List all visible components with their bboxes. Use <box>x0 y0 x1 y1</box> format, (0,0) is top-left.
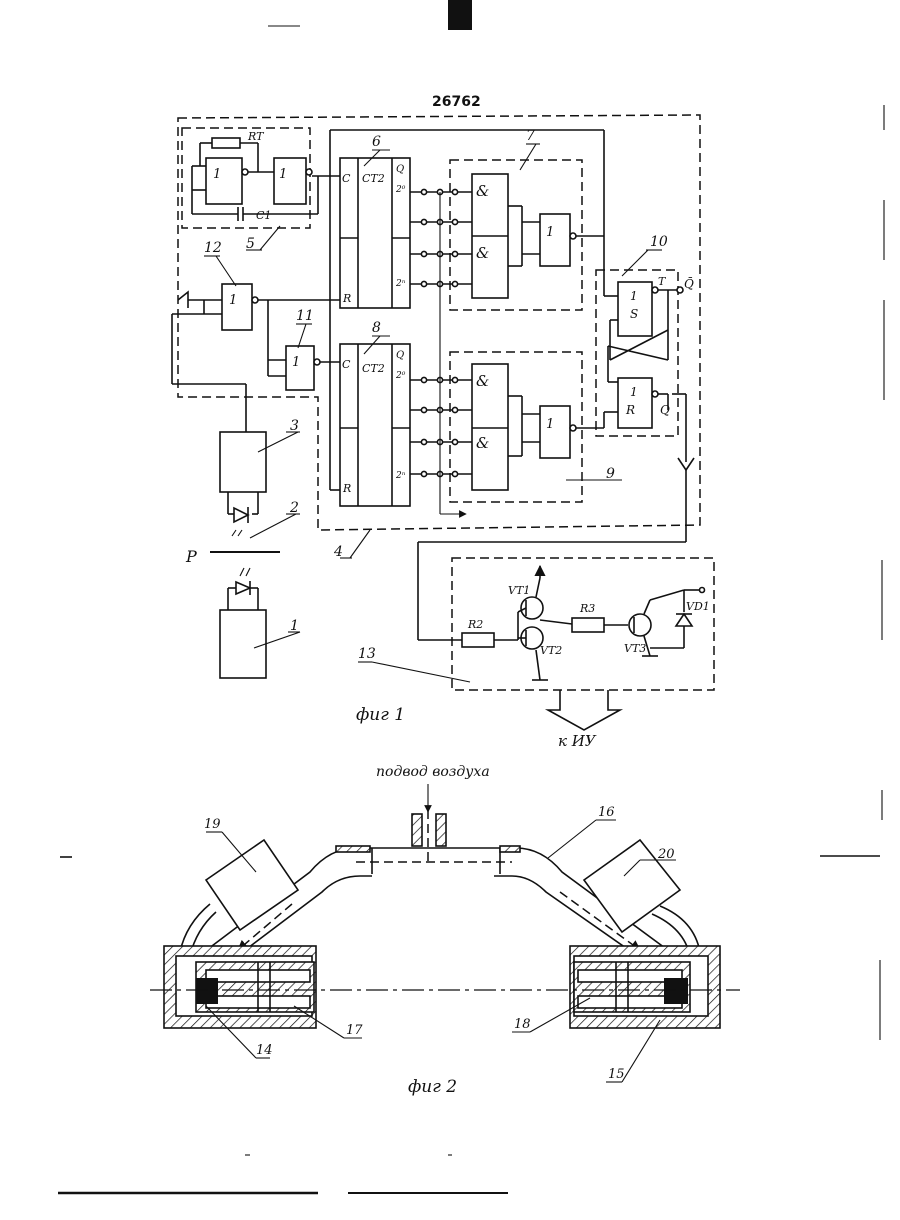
oscillator-block: 1 1 RT C1 <box>192 130 340 222</box>
svg-text:T: T <box>658 275 667 288</box>
figure-1-callouts: 1 2 3 4 5 6 7 8 9 10 11 12 13 <box>204 128 668 682</box>
svg-text:1: 1 <box>546 225 554 240</box>
counter-8: C CT2 Q 2⁰ 2ⁿ R <box>340 344 410 506</box>
svg-text:1: 1 <box>213 167 221 182</box>
svg-text:2⁰: 2⁰ <box>395 371 406 381</box>
figure-1-circuit: 1 1 RT C1 <box>172 115 714 750</box>
svg-text:1: 1 <box>229 293 237 308</box>
patent-number: 26762 <box>432 94 481 110</box>
svg-text:1: 1 <box>292 355 300 370</box>
svg-text:P: P <box>185 547 197 566</box>
photo-sensor: P <box>185 432 280 678</box>
air-supply-label: подвод воздуха <box>376 764 490 780</box>
svg-text:12: 12 <box>204 240 222 256</box>
svg-text:1: 1 <box>546 417 554 432</box>
svg-text:1: 1 <box>279 167 287 182</box>
air-inlet <box>412 814 422 846</box>
svg-text:CT2: CT2 <box>362 172 385 185</box>
svg-text:&: & <box>476 434 489 452</box>
svg-text:15: 15 <box>608 1067 625 1082</box>
svg-text:2ⁿ: 2ⁿ <box>395 471 406 481</box>
svg-text:C: C <box>342 358 351 371</box>
svg-text:11: 11 <box>296 308 314 324</box>
svg-text:&: & <box>476 372 489 390</box>
svg-text:C: C <box>342 172 351 185</box>
decoder-7: & & 1 <box>472 174 604 298</box>
svg-text:18: 18 <box>514 1017 531 1032</box>
svg-text:R2: R2 <box>467 618 483 631</box>
svg-text:к ИУ: к ИУ <box>558 732 597 750</box>
decoder-9: & & 1 <box>472 364 604 490</box>
svg-text:S: S <box>630 307 638 321</box>
svg-text:R3: R3 <box>579 602 595 615</box>
svg-text:&: & <box>476 182 489 200</box>
figure-2-caption: фиг 2 <box>408 1077 457 1097</box>
svg-text:10: 10 <box>650 234 668 250</box>
svg-text:VT3: VT3 <box>624 642 646 655</box>
svg-text:1: 1 <box>630 289 638 303</box>
right-housing <box>570 946 720 1028</box>
svg-text:Q̄: Q̄ <box>684 276 694 291</box>
counter-6-outputs <box>410 189 472 286</box>
svg-text:13: 13 <box>358 646 376 662</box>
svg-text:VD1: VD1 <box>686 600 710 613</box>
sensor-19 <box>206 840 298 930</box>
svg-text:Q: Q <box>396 164 404 175</box>
left-housing <box>164 946 316 1028</box>
svg-text:1: 1 <box>630 385 638 399</box>
svg-text:R: R <box>625 403 635 417</box>
figure-2-pneumatic: подвод воздуха <box>150 764 740 1097</box>
svg-text:R: R <box>342 292 351 305</box>
svg-text:2ⁿ: 2ⁿ <box>395 279 406 289</box>
svg-text:Q: Q <box>396 350 404 361</box>
svg-text:RT: RT <box>247 130 265 143</box>
svg-text:CT2: CT2 <box>362 362 385 375</box>
svg-text:2⁰: 2⁰ <box>395 185 406 195</box>
svg-text:19: 19 <box>204 817 221 832</box>
svg-text:7: 7 <box>526 128 535 144</box>
svg-text:17: 17 <box>346 1023 363 1038</box>
figure-1-caption: фиг 1 <box>356 705 405 725</box>
counter-6: C CT2 Q 2⁰ 2ⁿ R <box>340 158 410 308</box>
svg-text:C1: C1 <box>256 209 271 222</box>
svg-text:14: 14 <box>256 1043 273 1058</box>
svg-text:6: 6 <box>372 134 381 150</box>
counter-8-outputs <box>410 192 472 514</box>
svg-text:VT2: VT2 <box>540 644 562 657</box>
svg-text:&: & <box>476 244 489 262</box>
output-stage-13: R2 VT1 VT2 R3 VT3 <box>462 566 710 750</box>
svg-text:R: R <box>342 482 351 495</box>
svg-text:VT1: VT1 <box>508 584 530 597</box>
svg-text:16: 16 <box>598 805 615 820</box>
svg-text:8: 8 <box>372 320 381 336</box>
svg-text:Q: Q <box>660 403 670 417</box>
